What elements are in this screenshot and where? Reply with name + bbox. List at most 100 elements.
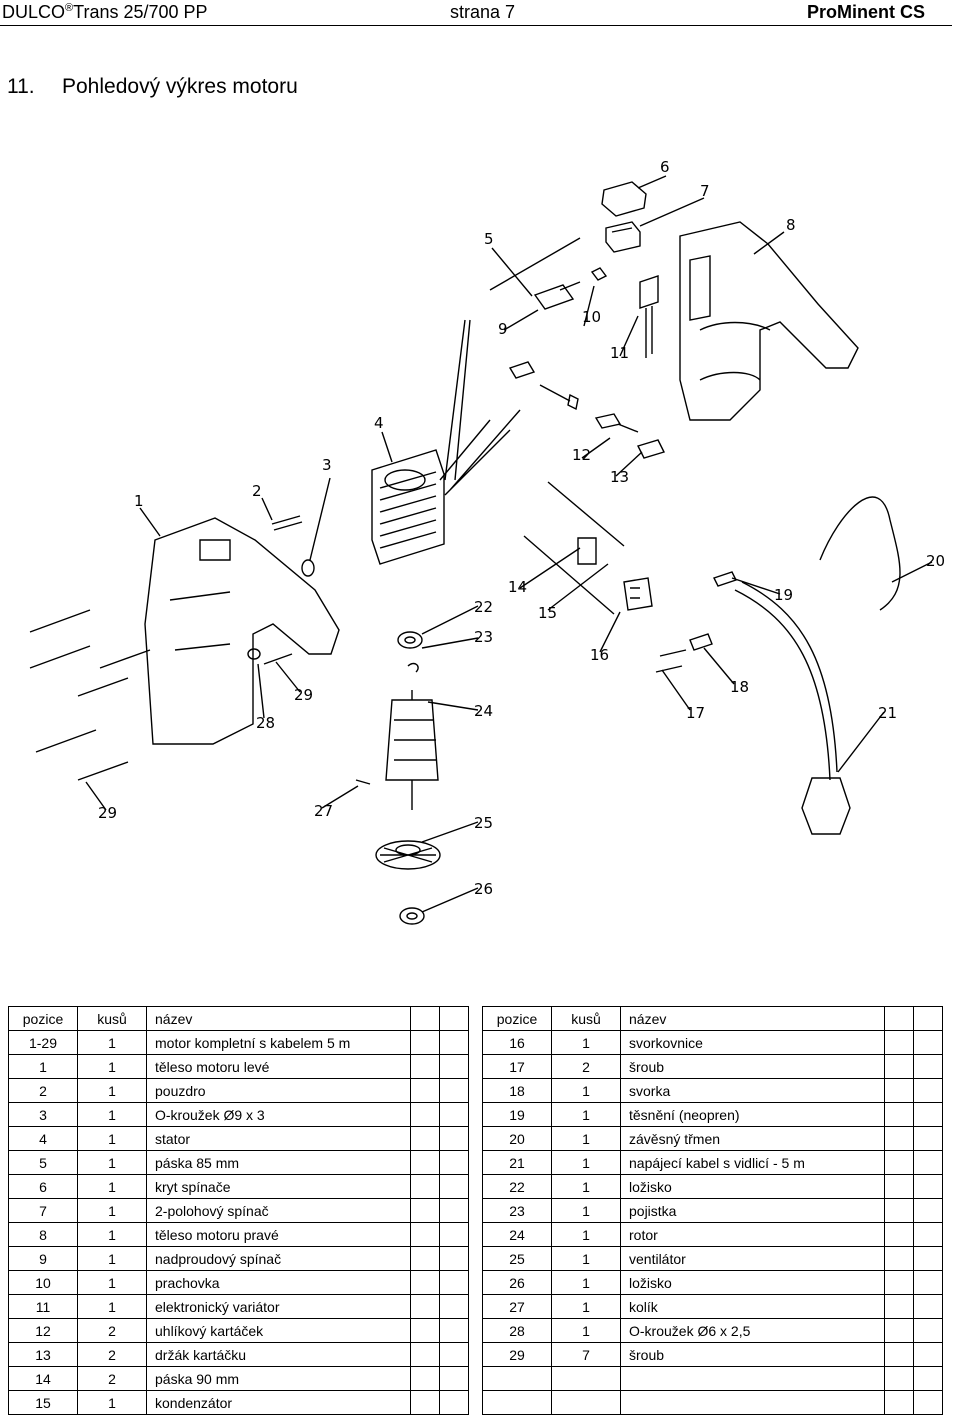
callout-6: 6 xyxy=(660,158,670,176)
section-number: 11. xyxy=(7,75,35,98)
col-header-position: pozice xyxy=(8,1006,78,1031)
callout-7: 7 xyxy=(700,182,710,200)
power-cable xyxy=(734,589,831,781)
callout-1: 1 xyxy=(134,492,144,510)
callout-4: 4 xyxy=(374,414,384,432)
screw-29 xyxy=(263,653,293,665)
table-header-row: pozice kusů název xyxy=(482,1006,943,1031)
pin-27 xyxy=(355,779,371,785)
callout-19: 19 xyxy=(774,586,793,604)
o-ring-28 xyxy=(247,648,261,660)
callout-3: 3 xyxy=(322,456,332,474)
callout-9: 9 xyxy=(498,320,508,338)
hanger xyxy=(819,496,901,611)
col-header-name: název xyxy=(146,1006,411,1031)
table-header-row: pozice kusů název xyxy=(8,1006,469,1031)
callout-15: 15 xyxy=(538,604,557,622)
o-ring-3 xyxy=(301,559,315,577)
callout-12: 12 xyxy=(572,446,591,464)
page-header: DULCO®Trans 25/700 PP strana 7 ProMinent… xyxy=(0,0,960,26)
table-row xyxy=(482,1366,943,1391)
bearing-26 xyxy=(399,907,425,925)
callout-26: 26 xyxy=(474,880,493,898)
callout-2: 2 xyxy=(252,482,262,500)
clamp-and-screws xyxy=(655,633,713,673)
strap-5 xyxy=(489,237,581,291)
callout-11: 11 xyxy=(610,344,629,362)
header-page-number: strana 7 xyxy=(450,2,516,22)
callout-22: 22 xyxy=(474,598,493,616)
brush-upper xyxy=(508,361,579,411)
table-row xyxy=(482,1390,943,1415)
callout-5: 5 xyxy=(484,230,494,248)
capacitor xyxy=(577,537,597,565)
col-header-quantity: kusů xyxy=(551,1006,621,1031)
plug xyxy=(801,777,851,835)
col-header-position: pozice xyxy=(482,1006,552,1031)
variator xyxy=(639,275,659,358)
header-reg-mark: ® xyxy=(65,2,74,14)
switch-cover xyxy=(601,181,647,217)
header-divider xyxy=(0,25,952,26)
drawing-linework xyxy=(29,175,933,925)
terminal-block xyxy=(623,577,653,611)
wires xyxy=(439,319,521,496)
callout-29: 29 xyxy=(294,686,313,704)
col-header-quantity: kusů xyxy=(77,1006,147,1031)
bearing-22 xyxy=(397,631,423,649)
bushing xyxy=(271,515,303,531)
header-brand: DULCO xyxy=(2,2,66,22)
brush-lower xyxy=(594,413,665,459)
stator xyxy=(371,449,445,565)
callout-27: 27 xyxy=(314,802,333,820)
callout-17: 17 xyxy=(686,704,705,722)
callout-18: 18 xyxy=(730,678,749,696)
callout-8: 8 xyxy=(786,216,796,234)
fan xyxy=(375,840,441,870)
header-product-name: Trans 25/700 PP xyxy=(73,2,208,22)
callout-13: 13 xyxy=(610,468,629,486)
fuse-23 xyxy=(407,662,419,673)
callout-20: 20 xyxy=(926,552,945,570)
col-header-name: název xyxy=(620,1006,885,1031)
strap-14 xyxy=(523,481,625,615)
callout-14: 14 xyxy=(508,578,527,596)
callout-23: 23 xyxy=(474,628,493,646)
callout-labels: 1 2 3 4 5 6 7 8 9 10 11 12 13 14 15 16 1… xyxy=(98,158,945,898)
exploded-motor-drawing: 1 2 3 4 5 6 7 8 9 10 11 12 13 14 15 16 1… xyxy=(29,158,945,925)
seal xyxy=(713,571,737,587)
screws-left xyxy=(29,609,151,781)
right-housing xyxy=(679,221,859,421)
overcurrent-switch xyxy=(533,281,581,310)
callout-21: 21 xyxy=(878,704,897,722)
callout-29b: 29 xyxy=(98,804,117,822)
